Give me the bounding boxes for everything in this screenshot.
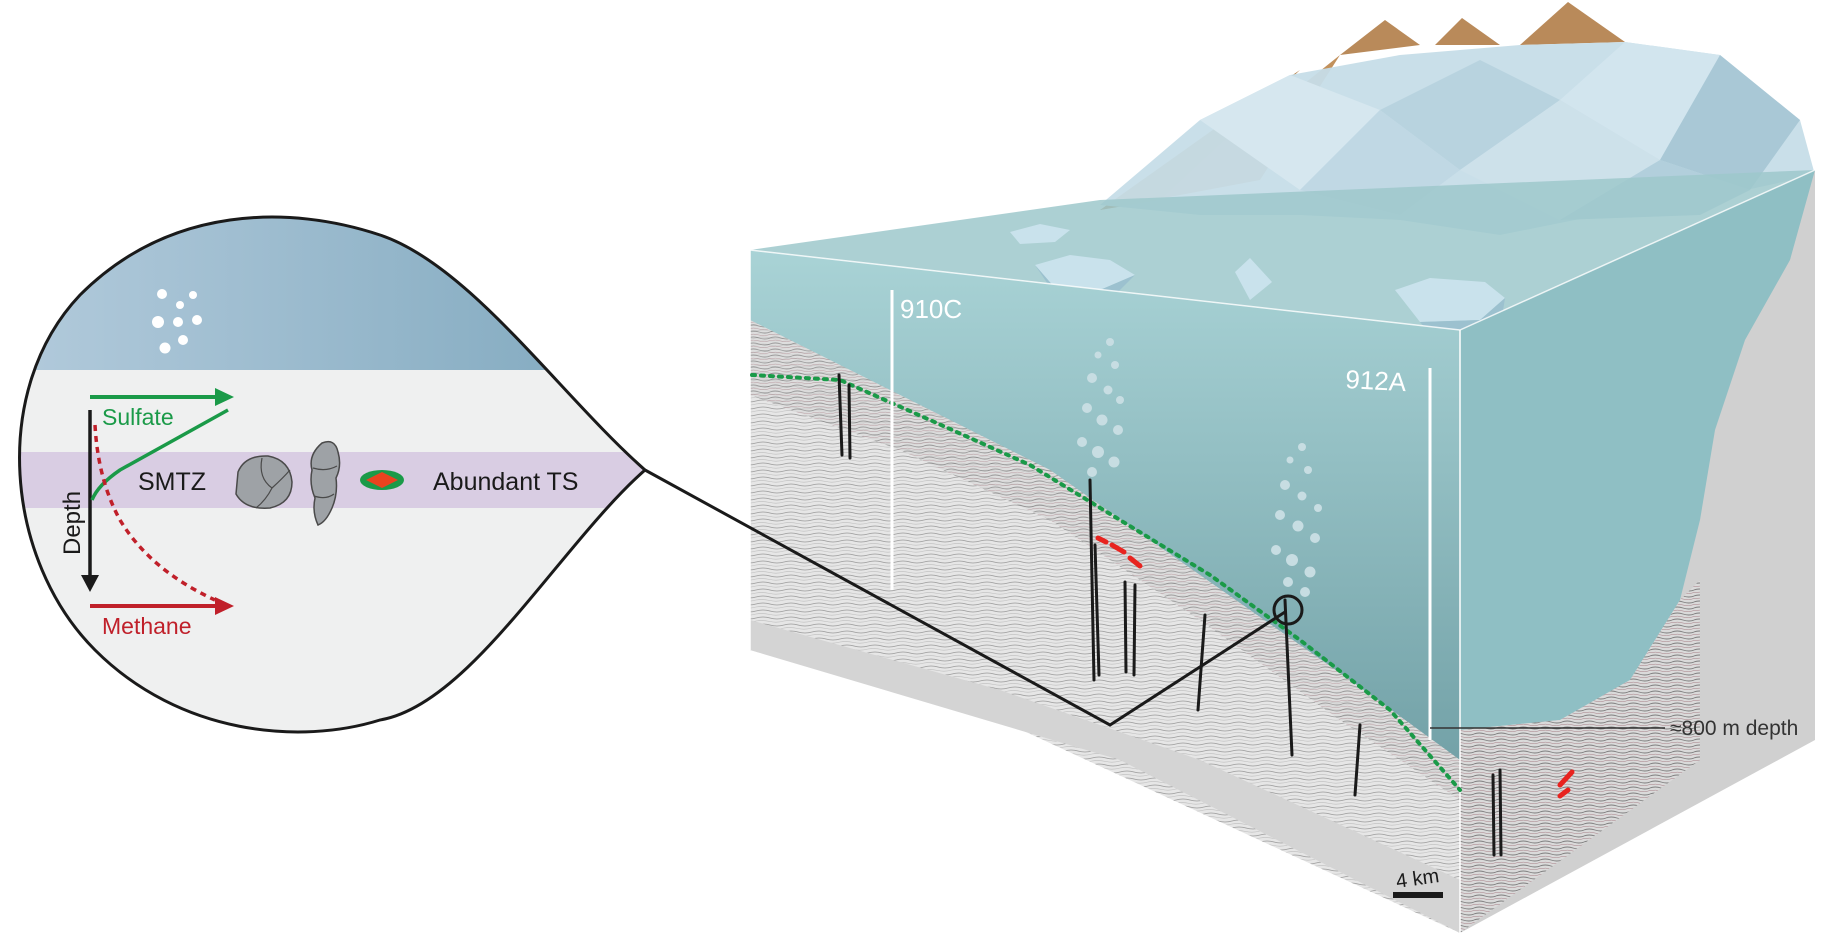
seep-site-marker — [1272, 594, 1304, 626]
site-912a-label: 912A — [1345, 364, 1408, 397]
faults — [837, 373, 1503, 857]
block-base — [750, 620, 1460, 933]
depth-annotation: ≈800 m depth — [1670, 717, 1798, 740]
scale-bar: 4 km — [1393, 865, 1443, 898]
methane-profile — [93, 424, 216, 602]
bubble-plume-right — [1271, 443, 1322, 597]
seismic-upper — [750, 320, 1460, 800]
site-910c-label: 910C — [900, 294, 962, 324]
foraminifera-icon — [235, 455, 293, 509]
block-right-sediment — [1460, 580, 1700, 933]
depth-label: Depth — [59, 491, 86, 555]
inset-bubbles — [152, 289, 202, 354]
hydrate-patches — [1095, 535, 1575, 799]
methane-label: Methane — [102, 613, 192, 639]
sulfate-label: Sulfate — [102, 404, 174, 430]
ts-label: Abundant TS — [433, 468, 578, 496]
block-bottom-grey — [750, 650, 1460, 933]
bsr-line — [750, 373, 1462, 792]
ts-nodule-icon — [360, 470, 404, 490]
benthic-foram-icon — [310, 440, 341, 526]
inset-water — [19, 217, 646, 370]
seismic-section — [750, 320, 1460, 933]
inset-lens: Depth Sulfate Methane SMTZ Abundant TS — [18, 215, 648, 734]
zoom-connector — [644, 468, 1286, 727]
smtz-label: SMTZ — [138, 468, 206, 496]
block-right-water — [1460, 170, 1815, 730]
bubble-plume-left — [1077, 338, 1124, 477]
